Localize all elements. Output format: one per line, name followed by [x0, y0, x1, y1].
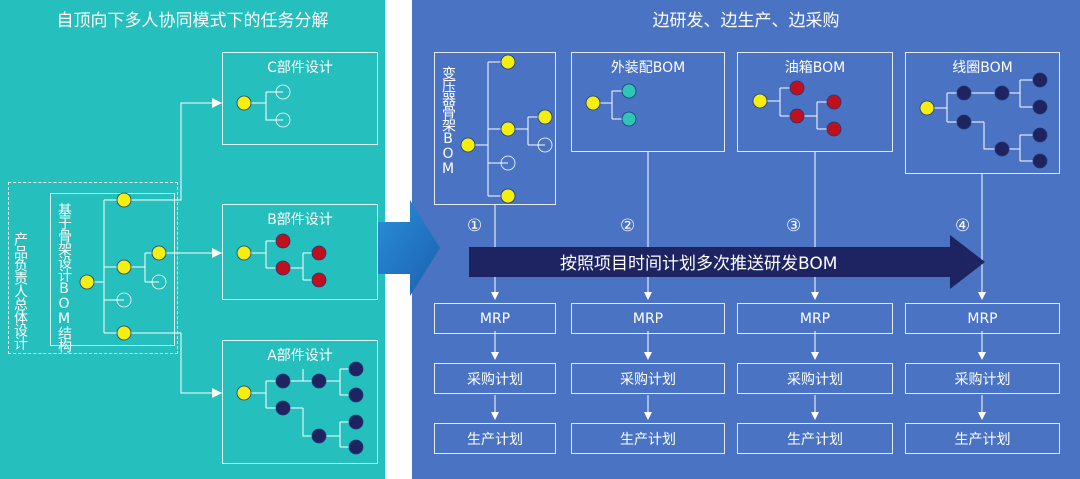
right-title: 边研发、边生产、边采购 [652, 11, 840, 31]
bom-label-tank: 油箱BOM [784, 60, 846, 76]
skeleton-box [50, 193, 175, 346]
bom-box-skeleton [434, 52, 556, 205]
purchase-plan-box-3: 采购计划 [737, 363, 893, 394]
mrp-box-3: MRP [737, 303, 893, 334]
mrp-box-2: MRP [571, 303, 725, 334]
purchase-plan-box-1: 采购计划 [434, 363, 556, 394]
purchase-plan-box-4: 采购计划 [905, 363, 1060, 394]
mrp-box-1: MRP [434, 303, 556, 334]
step-number-2: ② [620, 216, 636, 236]
part-c-label: C部件设计 [267, 60, 333, 76]
part-b-label: B部件设计 [267, 212, 333, 228]
push-banner-arrow [469, 235, 985, 289]
part-a-box: A部件设计 [222, 340, 378, 464]
left-panel: 自顶向下多人协同模式下的任务分解 [0, 0, 385, 479]
production-plan-box-4: 生产计划 [905, 423, 1060, 454]
left-title: 自顶向下多人协同模式下的任务分解 [56, 11, 329, 31]
mrp-box-4: MRP [905, 303, 1060, 334]
owner-dashed-box [8, 182, 178, 354]
step-number-3: ③ [786, 216, 802, 236]
part-a-label: A部件设计 [267, 348, 333, 364]
bom-box-exterior: 外装配BOM [571, 52, 725, 152]
bom-box-tank: 油箱BOM [737, 52, 893, 152]
production-plan-box-3: 生产计划 [737, 423, 893, 454]
step-number-1: ① [467, 216, 483, 236]
skeleton-label: 基于骨架设计BOM结构 [56, 203, 72, 352]
right-panel: 边研发、边生产、边采购 [412, 0, 1080, 479]
production-plan-box-1: 生产计划 [434, 423, 556, 454]
bom-label-coil: 线圈BOM [952, 60, 1013, 76]
purchase-plan-box-2: 采购计划 [571, 363, 725, 394]
step-number-4: ④ [955, 216, 971, 236]
part-b-box: B部件设计 [222, 204, 378, 300]
production-plan-box-2: 生产计划 [571, 423, 725, 454]
part-c-box: C部件设计 [222, 52, 378, 145]
bom-label-skeleton: 变压器骨架BOM [440, 66, 456, 176]
push-banner-text: 按照项目时间计划多次推送研发BOM [560, 254, 838, 274]
bom-box-coil: 线圈BOM [905, 52, 1060, 174]
bom-label-exterior: 外装配BOM [610, 60, 686, 76]
